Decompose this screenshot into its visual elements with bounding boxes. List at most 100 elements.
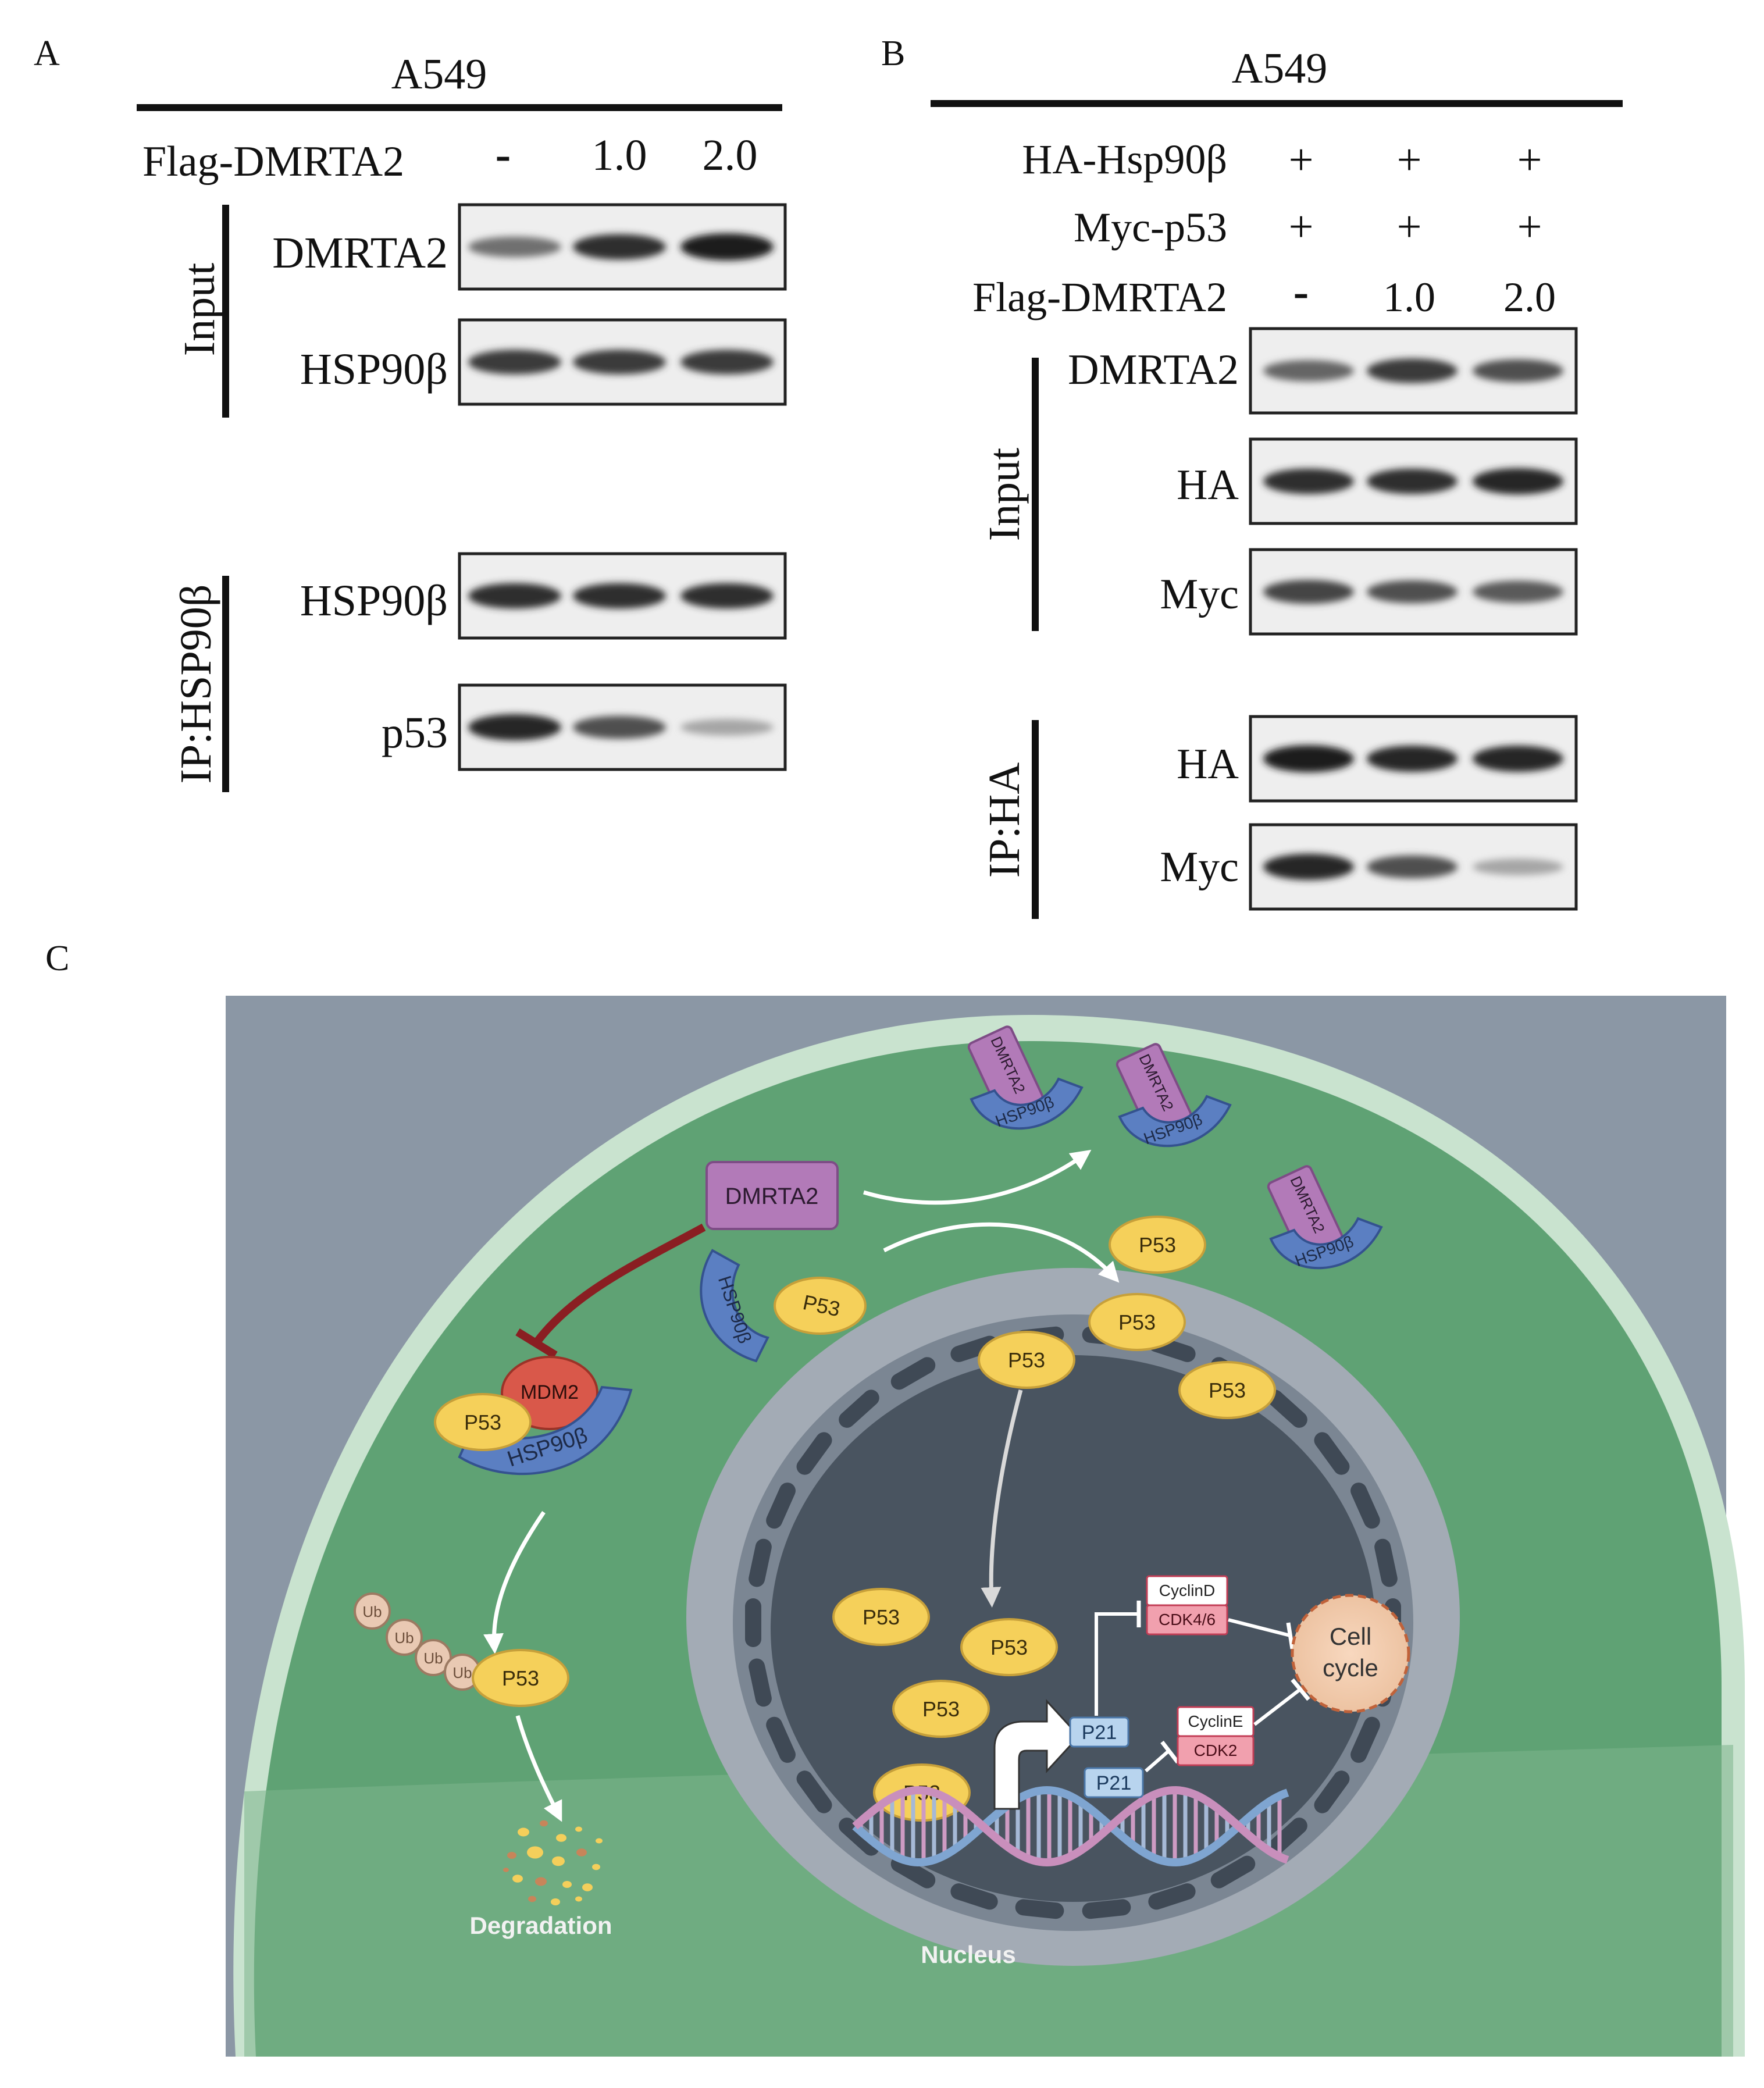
nuclear-pore [890,1357,936,1390]
panel-b-letter: B [881,34,905,73]
cdk46-to-cellcycle [1228,1618,1291,1637]
p53-left [434,1393,532,1451]
panel-a-dose-3: 2.0 [703,131,758,180]
p53-nuc-2 [960,1618,1058,1676]
cdk46-box [1146,1604,1228,1636]
debris-fragment [596,1838,603,1844]
p53-left-label: P53 [464,1410,501,1434]
panel-a-cell-line: A549 [391,51,487,98]
hsp90b-shape-center [700,1249,769,1363]
panel-b-row2-val-2: + [1397,202,1422,251]
panel-c-letter: C [45,939,69,978]
mdm2-label: MDM2 [521,1381,579,1403]
panel-b-band-3-lane-1 [1263,580,1354,604]
panel-b-row-label-3: Flag-DMRTA2 [972,274,1227,320]
nuclear-pore [1314,1432,1350,1475]
p53-free-2 [1088,1293,1186,1351]
panel-a-blot-label-3: HSP90β [300,576,448,625]
panel-b-band-2-lane-3 [1473,468,1563,495]
nucleus-label: Nucleus [921,1941,1015,1968]
ub-2-label: Ub [394,1629,414,1647]
panel-b-row3-val-3: 2.0 [1503,274,1556,320]
inhibition-arrow [534,1223,706,1344]
panel-a-treatment-label: Flag-DMRTA2 [142,138,404,186]
dna-strand-1 [852,1786,1289,1867]
cyclind-label: CyclinD [1159,1581,1215,1599]
p21-inhibit-cdk46 [1095,1612,1137,1716]
p21-inhibit-cdk2 [1145,1749,1170,1773]
panel-b-row-label-2: Myc-p53 [1074,204,1227,251]
p21-box-2 [1084,1767,1144,1798]
panel-a-band-3-lane-2 [573,583,666,609]
p53-nuc-3 [892,1680,990,1738]
arrow-to-free-p53 [883,1222,1120,1283]
debris-fragment [576,1848,587,1857]
debris-fragment [535,1877,547,1886]
p53-free-4-label: P53 [1209,1378,1246,1402]
dmrta2-hsp90b-complex-1: DMRTA2 HSP90β [967,1025,1084,1131]
cdk2-box [1177,1735,1255,1766]
nuclear-pore [839,1389,879,1428]
hsp90b-arc-3 [1269,1217,1383,1270]
nuclear-p53-group: P53 P53 P53 P53 [832,1588,1058,1822]
panel-b-band-2-lane-2 [1367,468,1457,494]
p53-nuc-3-label: P53 [922,1697,960,1721]
dmrta2-node [705,1161,839,1230]
nuclear-pore [1314,1770,1350,1813]
panel-a-band-1-lane-1 [468,236,561,258]
p53-free-2-label: P53 [1118,1310,1156,1334]
nuclear-pore [766,1483,796,1529]
panel-b-band-1-lane-1 [1263,360,1354,382]
panel-b-row1-val-3: + [1517,136,1542,184]
panel-b-row2-val-3: + [1517,202,1542,251]
dna-helix [852,1786,1289,1867]
panel-a-band-2-lane-1 [468,350,561,375]
debris-fragment [552,1856,565,1866]
cdk2-to-cellcycle [1253,1688,1301,1726]
cell-cycle-node [1291,1594,1410,1713]
panel-a-band-3-lane-1 [468,583,561,609]
debris-fragment [540,1820,548,1827]
panel-b-row2-val-1: + [1289,202,1314,251]
cell-cycle-label-1: Cell [1330,1623,1371,1650]
panel-a-blot-label-2: HSP90β [300,345,448,394]
pathway-diagram: DMRTA2 HSP90β P53 MDM2 HSP90β P53 Ub Ub … [226,996,1745,2057]
panel-b-cell-line: A549 [1232,45,1327,92]
nuclear-pore [1082,1899,1131,1919]
panel-b-band-5-lane-3 [1473,858,1563,875]
panel-a-band-2-lane-2 [573,350,666,375]
p53-ubiquitinated [472,1649,569,1707]
debris-fragment [575,1826,582,1832]
hsp90b-arc-2 [1118,1095,1232,1148]
p21-box-1 [1069,1716,1129,1748]
panel-b-blot-label-5: Myc [1160,843,1239,891]
dna-strand-2 [852,1786,1289,1867]
panel-a-blot-label-4: p53 [382,708,448,757]
p53-nuc-1 [832,1588,930,1646]
p53-nuc-1-label: P53 [863,1605,900,1629]
arrow-to-degradation [515,1715,562,1822]
p53-free-3-label: P53 [1008,1348,1045,1372]
panel-a-band-3-lane-3 [680,583,774,609]
debris-fragment [592,1863,600,1870]
dmrta2-node-label: DMRTA2 [725,1184,819,1209]
panel-b-band-5-lane-2 [1367,855,1457,879]
hsp90b-arc-1 [970,1077,1084,1130]
debris-fragment [551,1898,560,1905]
arrow-into-nucleus [981,1389,1023,1608]
debris-fragment [518,1827,529,1837]
nuclear-pore [1350,1716,1380,1763]
p53-free-1 [1109,1216,1206,1274]
nuclear-pore [890,1855,936,1889]
p21-label-1: P21 [1082,1722,1117,1744]
panel-a-band-4-lane-2 [573,715,666,739]
p53-free-1-label: P53 [1139,1233,1176,1257]
panel-a-dose-1: - [496,129,511,180]
panel-a-band-4-lane-1 [468,714,561,741]
nuclear-pore [950,1883,998,1910]
ubiquitin-chain: Ub Ub Ub Ub [354,1592,481,1691]
nuclear-pore [1350,1483,1380,1529]
panel-a-band-1-lane-3 [680,233,774,261]
nuclear-pore [1267,1389,1307,1428]
